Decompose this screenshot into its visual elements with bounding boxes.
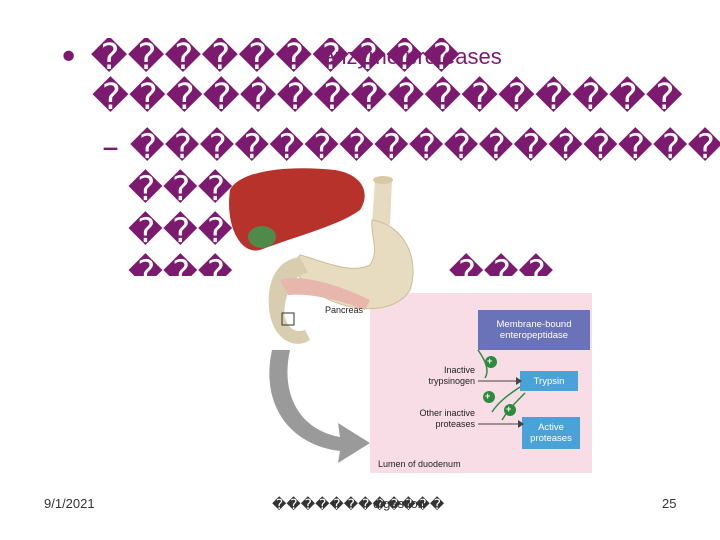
sub-line-2: ���	[128, 169, 233, 209]
sub-line-3: ���	[128, 211, 233, 251]
bullet-line-1: • ����������	[58, 38, 460, 78]
sub-bullet: – �������������������� ��� ��� ��� ���	[102, 126, 720, 276]
organ-illustration	[229, 168, 414, 463]
plus-sign-3: +	[506, 404, 512, 414]
other-inactive-label: Other inactive proteases	[419, 408, 475, 429]
esophagus	[372, 180, 392, 225]
page-number: 25	[662, 496, 677, 511]
footer-center: ������������	[272, 496, 445, 512]
bullet-main: • ���������� ����������������	[58, 38, 718, 118]
plus-sign-1: +	[487, 356, 493, 366]
enteropeptidase-box: Membrane-bound enteropeptidase	[478, 310, 590, 350]
trypsinogen-label: Inactive trypsinogen	[428, 365, 475, 386]
bullet-line-2: ����������������	[92, 77, 683, 118]
trypsin-box: Trypsin	[520, 371, 578, 391]
footer-center-overlay: digestion	[373, 496, 426, 511]
active-proteases-box: Active proteases	[522, 417, 580, 449]
secretion-arrow	[269, 350, 370, 463]
lumen-label: Lumen of duodenum	[378, 459, 461, 469]
plus-sign-2: +	[485, 391, 491, 401]
enzyme-proteases-label: enzyme proteases	[322, 44, 502, 69]
sub-line-4: ��� ���	[128, 253, 554, 276]
sub-line-1: – ��������������������	[102, 127, 720, 167]
pancreas	[280, 277, 370, 310]
activation-arrows	[477, 349, 526, 428]
pancreas-label: Pancreas	[325, 305, 364, 315]
duodenum	[268, 257, 310, 344]
gallbladder	[248, 226, 276, 248]
detail-marker	[281, 312, 295, 326]
footer-date: 9/1/2021	[44, 496, 95, 511]
digestion-figure: Pancreas Membrane-bound enteropeptidase …	[220, 165, 600, 475]
